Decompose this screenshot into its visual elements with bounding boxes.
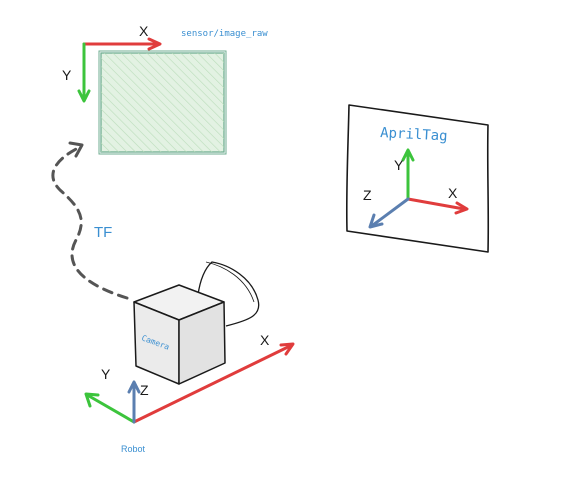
apriltag-z-axis <box>371 197 410 227</box>
image-y-label: Y <box>62 67 72 83</box>
robot-z-axis-head <box>127 380 141 394</box>
robot-y-axis-head <box>84 392 100 408</box>
apriltag-x-label: X <box>448 185 458 201</box>
robot-y-label: Y <box>101 366 111 382</box>
apriltag-z-label: Z <box>363 187 372 203</box>
image-x-label: X <box>139 23 149 39</box>
tf-label: TF <box>94 224 112 241</box>
image-frame: X Y sensor/image_raw <box>62 23 268 155</box>
camera: Camera <box>133 261 260 385</box>
apriltag-board <box>345 104 490 253</box>
robot-x-axis <box>132 344 292 424</box>
robot-y-axis <box>87 394 136 424</box>
apriltag-title: AprilTag <box>380 125 448 145</box>
image-x-axis-head <box>147 37 162 51</box>
robot-label: Robot <box>121 444 146 454</box>
image-plane-hatch <box>101 53 224 152</box>
apriltag-y-label: Y <box>394 157 404 173</box>
apriltag-y-axis-head <box>401 148 415 162</box>
apriltag-x-axis <box>406 197 466 211</box>
camera-cable-sketch <box>205 261 255 303</box>
apriltag-x-axis-head <box>454 201 469 215</box>
robot-x-label: X <box>260 332 270 348</box>
robot-frame: X Y Z Robot <box>84 332 295 454</box>
apriltag: AprilTag X Y Z <box>345 104 490 253</box>
camera-cube-side <box>178 301 226 385</box>
tf-link: TF <box>51 141 129 300</box>
image-topic-label: sensor/image_raw <box>181 29 268 39</box>
apriltag-z-axis-head <box>368 213 384 229</box>
camera-cable <box>197 261 260 327</box>
tf-arrow-head <box>68 141 84 158</box>
image-plane-border-sketch <box>98 50 227 155</box>
tf-arrow-path <box>51 146 129 300</box>
image-y-axis-head <box>77 89 91 103</box>
robot-x-axis-head <box>279 342 295 356</box>
robot-z-label: Z <box>140 382 149 398</box>
